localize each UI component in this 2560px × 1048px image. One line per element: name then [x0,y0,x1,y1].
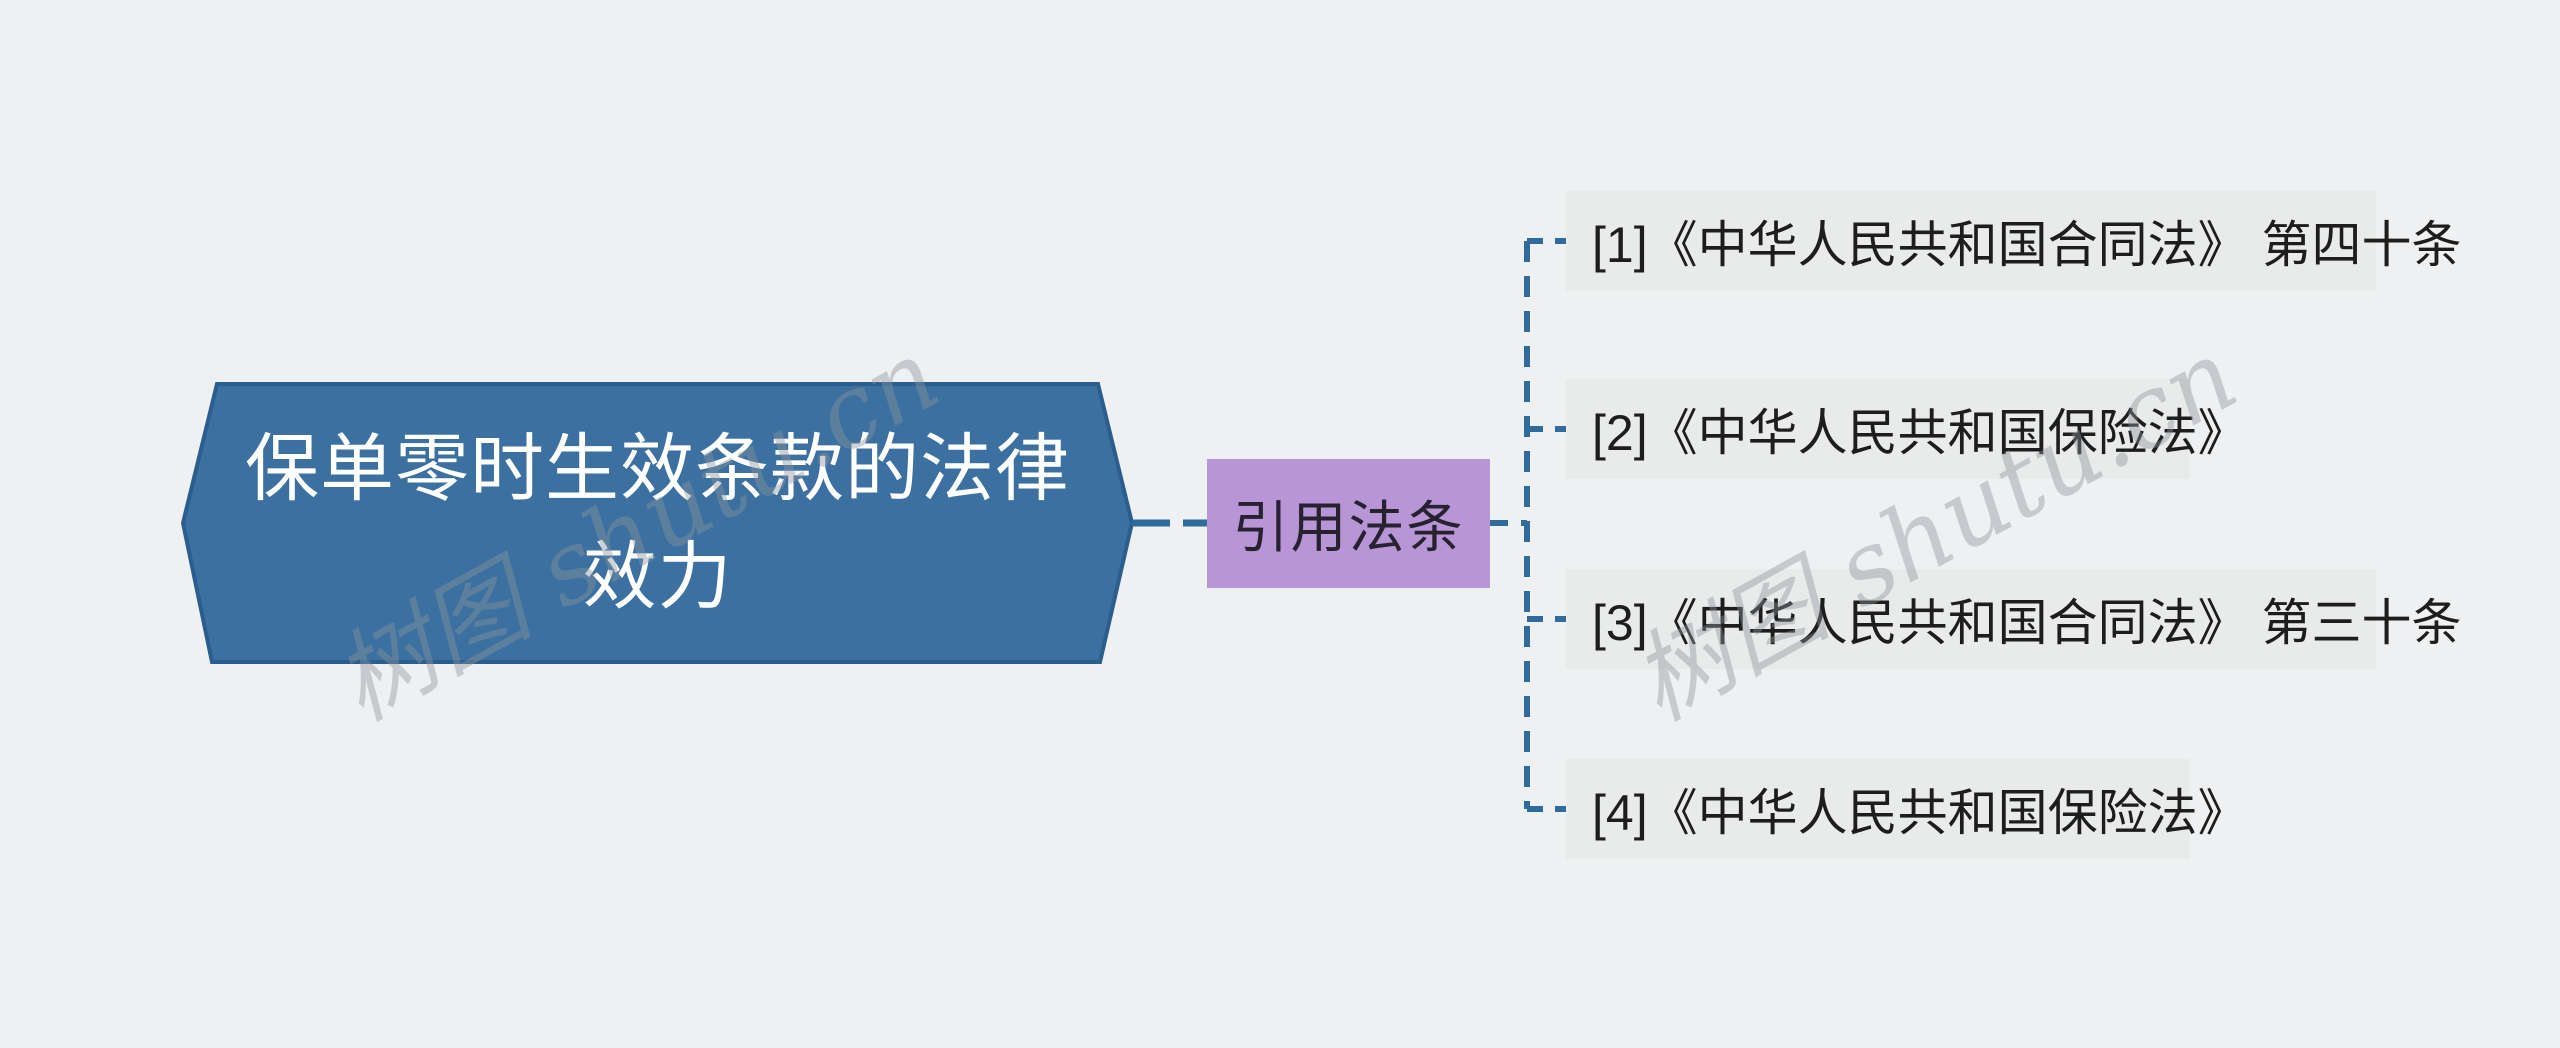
root-node-hexagon[interactable] [180,382,1135,664]
leaf-node-2-label: [2]《中华人民共和国保险法》 [1592,405,2248,461]
leaf-node-2[interactable]: [2]《中华人民共和国保险法》 [1566,379,2248,479]
leaf-node-1[interactable]: [1]《中华人民共和国合同法》 第四十条 [1566,191,2461,291]
leaf-node-3[interactable]: [3]《中华人民共和国合同法》 第三十条 [1566,569,2461,669]
leaf-node-3-label: [3]《中华人民共和国合同法》 第三十条 [1592,595,2462,651]
branch-node-label: 引用法条 [1232,496,1465,559]
root-node-label-line1: 保单零时生效条款的法律 [245,427,1070,510]
branch-node-cited-laws[interactable]: 引用法条 [1207,459,1490,588]
root-node[interactable]: 保单零时生效条款的法律 效力 [183,384,1132,662]
leaf-node-1-label: [1]《中华人民共和国合同法》 第四十条 [1592,217,2462,273]
leaf-node-4-label: [4]《中华人民共和国保险法》 [1592,785,2248,841]
leaf-node-4[interactable]: [4]《中华人民共和国保险法》 [1566,759,2248,859]
root-node-label-line2: 效力 [582,535,733,618]
